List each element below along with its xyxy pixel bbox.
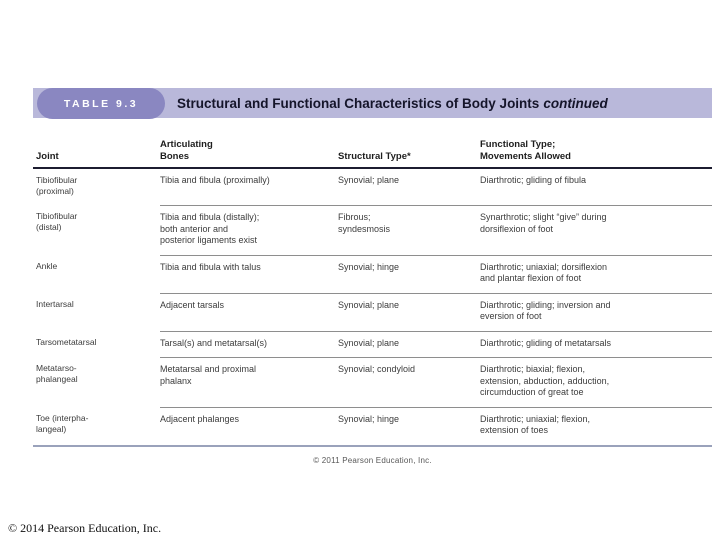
table-9-3: TABLE 9.3 Structural and Functional Char… [33, 88, 712, 465]
cell-joint: Tibiofibular (distal) [36, 211, 78, 232]
cell-structural: Synovial; plane [338, 292, 480, 331]
source-credit: © 2011 Pearson Education, Inc. [313, 455, 432, 465]
cell-joint: Metatarso- phalangeal [36, 363, 78, 384]
cell-functional: Synarthrotic; slight “give” during dorsi… [480, 205, 712, 255]
table-title-text: Structural and Functional Characteristic… [177, 95, 540, 111]
table-title-continued: continued [543, 95, 608, 111]
cell-joint: Tarsometatarsal [36, 336, 97, 347]
cell-functional: Diarthrotic; gliding; inversion and ever… [480, 292, 712, 331]
table-row: Tarsometatarsal Tarsal(s) and metatarsal… [33, 330, 712, 358]
cell-structural: Synovial; hinge [338, 254, 480, 293]
cell-joint: Toe (interpha- langeal) [36, 412, 89, 434]
column-header-functional-type: Functional Type; Movements Allowed [480, 139, 571, 162]
cell-bones: Adjacent tarsals [160, 292, 338, 331]
table-body: Tibiofibular (proximal) Tibia and fibula… [33, 169, 712, 447]
table-row: Toe (interpha- langeal) Adjacent phalang… [33, 406, 712, 445]
table-row: Metatarso- phalangeal Metatarsal and pro… [33, 357, 712, 407]
cell-structural: Synovial; plane [338, 175, 400, 185]
column-header-row: Joint Articulating Bones Structural Type… [33, 118, 712, 169]
column-header-joint: Joint [36, 150, 59, 162]
table-title: Structural and Functional Characteristic… [177, 96, 608, 111]
cell-bones: Tarsal(s) and metatarsal(s) [160, 330, 338, 358]
cell-joint: Tibiofibular (proximal) [36, 175, 78, 196]
column-header-articulating-bones: Articulating Bones [160, 139, 213, 162]
table-title-bar: TABLE 9.3 Structural and Functional Char… [33, 88, 712, 119]
cell-bones: Tibia and fibula (distally); both anteri… [160, 205, 338, 255]
cell-bones: Tibia and fibula with talus [160, 254, 338, 293]
cell-structural: Synovial; plane [338, 330, 480, 358]
table-number-badge: TABLE 9.3 [37, 88, 165, 119]
cell-functional: Diarthrotic; gliding of fibula [480, 175, 587, 185]
cell-bones: Metatarsal and proximal phalanx [160, 357, 338, 407]
table-row: Tibiofibular (proximal) Tibia and fibula… [33, 169, 712, 205]
cell-functional: Diarthrotic; uniaxial; dorsiflexion and … [480, 254, 712, 293]
cell-functional: Diarthrotic; gliding of metatarsals [480, 330, 712, 358]
cell-structural: Synovial; hinge [338, 406, 480, 445]
table-row: Intertarsal Adjacent tarsals Synovial; p… [33, 292, 712, 331]
cell-structural: Synovial; condyloid [338, 357, 480, 407]
cell-functional: Diarthrotic; biaxial; flexion, extension… [480, 357, 712, 407]
cell-bones: Tibia and fibula (proximally) [160, 175, 270, 185]
cell-joint: Intertarsal [36, 298, 74, 309]
table-row: Tibiofibular (distal) Tibia and fibula (… [33, 205, 712, 255]
copyright-2014: © 2014 Pearson Education, Inc. [8, 521, 162, 535]
cell-functional: Diarthrotic; uniaxial; flexion, extensio… [480, 406, 712, 445]
column-header-structural-type: Structural Type* [338, 150, 411, 162]
table-row: Ankle Tibia and fibula with talus Synovi… [33, 254, 712, 293]
cell-structural: Fibrous; syndesmosis [338, 205, 480, 255]
cell-bones: Adjacent phalanges [160, 406, 338, 445]
cell-joint: Ankle [36, 260, 58, 271]
